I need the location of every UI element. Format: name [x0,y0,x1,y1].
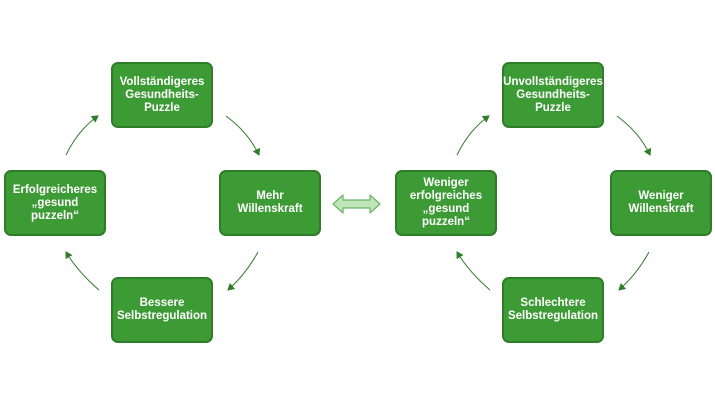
arrow-right-top-to-right [616,115,652,156]
node-left-top-label: Vollständigeres Gesundheits- Puzzle [119,75,205,114]
arrow-left-left-to-top [65,115,99,156]
arrow-left-bottom-to-left [65,251,100,291]
node-right-top-label: Unvollständigeres Gesundheits- Puzzle [503,75,603,114]
node-right-left: Weniger erfolgreiches „gesund puzzeln“ [395,170,497,236]
arrow-left-right-to-bottom [227,251,259,291]
node-left-bottom-label: Bessere Selbstregulation [116,297,208,322]
node-right-left-label: Weniger erfolgreiches „gesund puzzeln“ [409,177,483,228]
node-left-left: Erfolgreicheres „gesund puzzeln“ [4,170,106,236]
node-right-right-label: Weniger Willenskraft [628,190,694,215]
node-left-top: Vollständigeres Gesundheits- Puzzle [111,62,213,128]
node-right-right: Weniger Willenskraft [610,170,712,236]
arrow-left-top-to-right [225,115,261,156]
arrow-right-left-to-top [456,115,490,156]
node-right-top: Unvollständigeres Gesundheits- Puzzle [502,62,604,128]
arrow-right-bottom-to-left [456,251,491,291]
node-left-right-label: Mehr Willenskraft [237,190,303,215]
node-left-right: Mehr Willenskraft [219,170,321,236]
node-left-left-label: Erfolgreicheres „gesund puzzeln“ [12,183,98,222]
node-right-bottom-label: Schlechtere Selbstregulation [507,297,599,322]
double-arrow-icon [332,194,381,214]
node-right-bottom: Schlechtere Selbstregulation [502,277,604,343]
arrow-right-right-to-bottom [618,251,650,291]
node-left-bottom: Bessere Selbstregulation [111,277,213,343]
